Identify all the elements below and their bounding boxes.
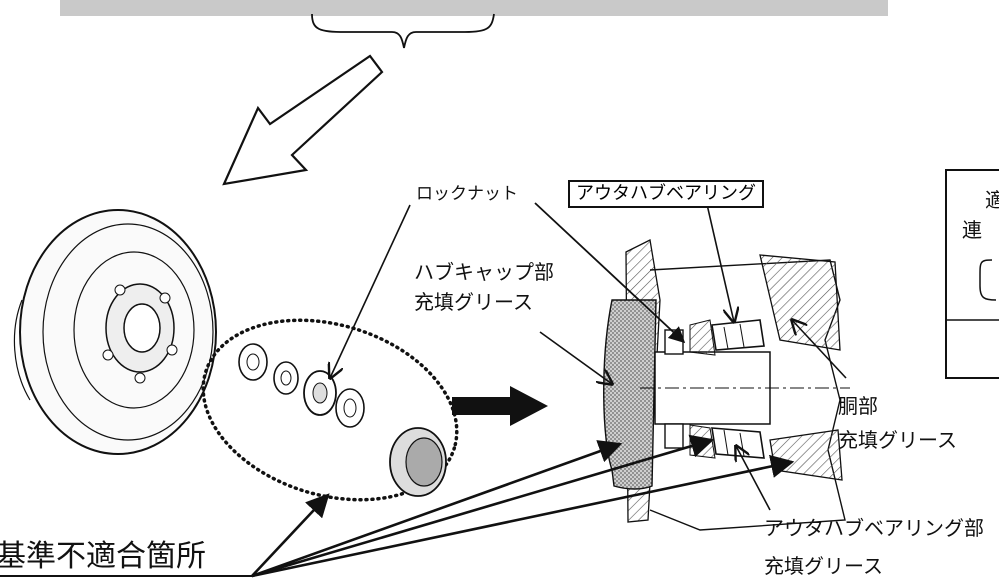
hollow-arrow: [222, 54, 384, 186]
label-body-1: 胴部: [838, 394, 878, 418]
top-brace: [311, 13, 495, 49]
leader-lock-nut-part: [330, 204, 411, 378]
parts-dotted-ellipse: [201, 318, 459, 502]
hub-drum-illustration: [13, 209, 217, 455]
nc-arrow-3: [251, 434, 715, 578]
leader-outer-bearing-grease: [736, 446, 771, 511]
label-outer-bearing-grease-1: アウタハブベアリング部: [764, 516, 984, 540]
thick-arrow: [452, 386, 548, 426]
hub-section-view: [603, 239, 850, 531]
leader-body: [792, 320, 847, 379]
leader-lock-nut: [534, 202, 686, 344]
nc-arrow-1: [251, 493, 330, 577]
exploded-parts: [238, 343, 447, 497]
nc-arrow-2: [251, 440, 623, 578]
label-hub-cap-1: ハブキャップ部: [414, 260, 554, 284]
side-box: [945, 169, 999, 379]
label-outer-hub-bearing: アウタハブベアリング: [568, 180, 764, 208]
side-box-text-1: 適: [985, 188, 999, 212]
label-hub-cap-2: 充填グリース: [414, 290, 533, 314]
leader-outer-bearing: [705, 199, 734, 322]
leader-hub-cap: [539, 331, 612, 384]
nc-arrow-4: [251, 454, 795, 578]
label-outer-bearing-grease-2: 充填グリース: [764, 554, 883, 578]
label-body-2: 充填グリース: [838, 428, 957, 452]
top-banner: [60, 0, 888, 16]
side-box-text-2: 連: [962, 218, 982, 242]
label-lock-nut: ロックナット: [416, 184, 518, 204]
label-nonconforming: 基準不適合箇所: [0, 539, 206, 574]
